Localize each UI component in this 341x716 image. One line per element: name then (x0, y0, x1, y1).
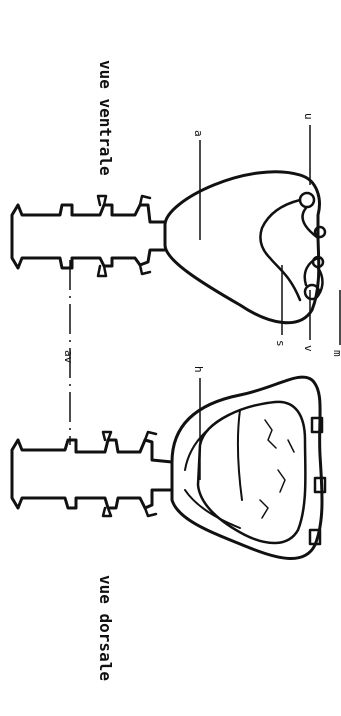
label-h: h (192, 366, 205, 373)
label-av: av (62, 350, 75, 364)
label-v: v (302, 345, 315, 352)
ventral-inner-outline (260, 200, 300, 300)
label-u: u (302, 113, 315, 120)
ventral-body (165, 172, 319, 323)
dorsal-view (12, 377, 325, 558)
label-a: a (192, 130, 205, 137)
dorsal-buds (103, 432, 156, 516)
ventral-knob-1 (300, 193, 314, 207)
dorsal-texture (260, 420, 294, 518)
dorsal-shell (198, 402, 305, 543)
title-dorsal: vue dorsale (96, 575, 115, 681)
ventral-stalk (12, 205, 165, 268)
title-ventral: vue ventrale (96, 60, 115, 176)
ventral-view (12, 125, 340, 345)
label-s: s (274, 340, 287, 347)
dorsal-rim (185, 410, 242, 528)
dorsal-stalk (12, 440, 172, 508)
dorsal-body (172, 377, 322, 558)
label-m: m (331, 350, 341, 357)
